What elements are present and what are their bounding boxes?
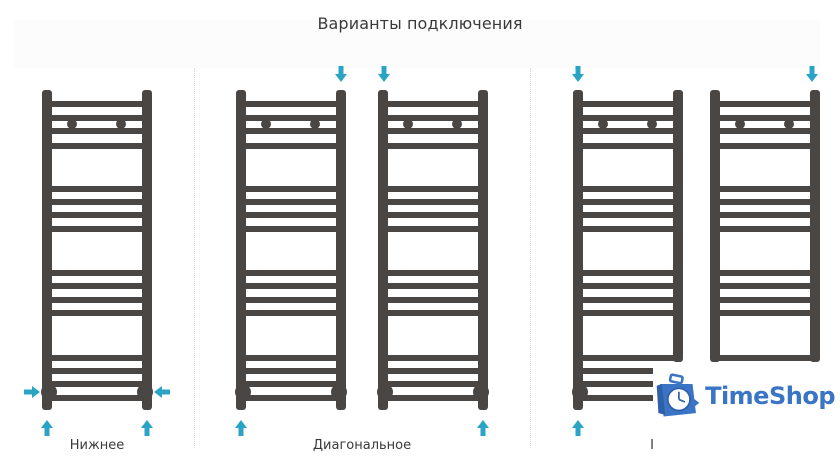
- label-diagonal-connection: Диагональное: [312, 438, 412, 453]
- arrow-right-icon: [24, 386, 40, 398]
- arrow-up-icon: [572, 420, 584, 436]
- label-bottom-connection: Нижнее: [69, 438, 125, 453]
- arrow-up-icon: [235, 420, 247, 436]
- arrow-down-icon: [572, 66, 584, 82]
- section-divider: [530, 68, 531, 448]
- radiator-side-2: [710, 90, 820, 362]
- brand-name: TimeShop: [705, 382, 835, 410]
- label-side-connection: I: [650, 438, 654, 453]
- radiator-side-1: [572, 90, 683, 410]
- page-title: Варианты подключения: [317, 14, 523, 33]
- arrow-down-icon: [806, 66, 818, 82]
- radiator-diagonal-1: [235, 90, 347, 410]
- arrow-down-icon: [335, 66, 347, 82]
- arrow-up-icon: [141, 420, 153, 436]
- radiator-bottom: [41, 90, 153, 410]
- radiator-diagonal-2: [377, 90, 489, 410]
- timeshop-logo: TimeShop: [655, 370, 835, 422]
- clock-bag-icon: [656, 373, 700, 417]
- arrow-up-icon: [477, 420, 489, 436]
- section-divider: [194, 68, 195, 448]
- title-band: [14, 20, 820, 68]
- arrow-down-icon: [378, 66, 390, 82]
- arrow-left-icon: [154, 386, 170, 398]
- arrow-up-icon: [41, 420, 53, 436]
